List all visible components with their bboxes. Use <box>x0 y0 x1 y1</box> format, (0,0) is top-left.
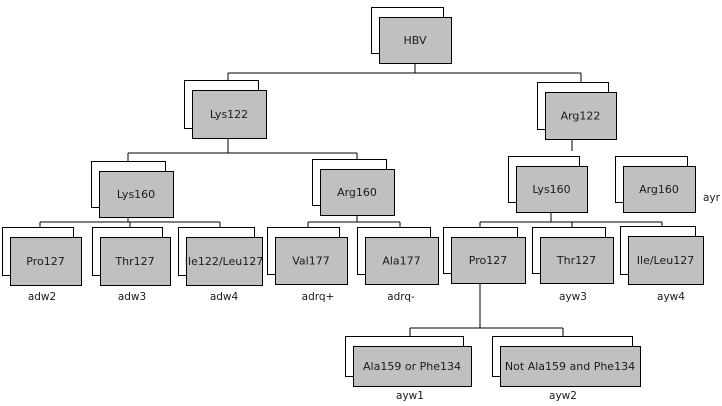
node-label: Ile122/Leu127 <box>185 255 263 268</box>
node-thr127b: Thr127 ayw3 <box>532 227 614 303</box>
node-arg160a: Arg160 <box>312 159 395 216</box>
node-ileleu: Ile/Leu127 ayw4 <box>620 226 704 303</box>
node-label: HBV <box>403 34 426 47</box>
node-label: Lys122 <box>210 108 248 121</box>
node-lys160a: Lys160 <box>91 161 174 218</box>
node-sublabel: ayw2 <box>549 390 577 402</box>
node-sublabel: adw4 <box>210 291 239 303</box>
node-pro127a: Pro127 adw2 <box>2 227 82 303</box>
node-label: Ala159 or Phe134 <box>363 360 461 373</box>
node-arg122: Arg122 <box>537 82 617 140</box>
node-box <box>10 237 82 286</box>
node-box <box>275 237 348 285</box>
node-sublabel: adw2 <box>28 291 56 303</box>
node-label: Pro127 <box>469 254 507 267</box>
node-label: Thr127 <box>114 255 154 268</box>
node-box <box>545 92 617 140</box>
node-label: Ala177 <box>382 255 420 268</box>
node-box <box>99 171 174 218</box>
node-box <box>320 169 395 216</box>
node-sublabel: adrq+ <box>302 291 335 303</box>
node-ala177: Ala177 adrq- <box>357 227 439 303</box>
node-label: Arg122 <box>561 110 601 123</box>
node-label: Lys160 <box>117 188 155 201</box>
node-box <box>540 237 614 284</box>
node-box <box>192 90 267 139</box>
node-label: Val177 <box>292 255 329 268</box>
node-ile122: Ile122/Leu127 adw4 <box>178 227 263 303</box>
node-thr127a: Thr127 adw3 <box>92 227 171 303</box>
node-ala159: Ala159 or Phe134 ayw1 <box>345 336 472 402</box>
node-val177: Val177 adrq+ <box>267 227 348 303</box>
node-hbv: HBV <box>371 7 452 64</box>
node-label: Pro127 <box>26 255 64 268</box>
node-box <box>451 237 526 284</box>
node-box <box>186 237 263 286</box>
node-box <box>379 17 452 64</box>
node-box <box>365 237 439 285</box>
node-label: Thr127 <box>556 254 596 267</box>
node-box <box>628 236 704 285</box>
node-label: Arg160 <box>337 186 377 199</box>
node-label: Ile/Leu127 <box>637 254 694 267</box>
node-arg160b: Arg160 ayr <box>615 156 721 213</box>
node-lys122: Lys122 <box>184 80 267 139</box>
node-label: Lys160 <box>532 183 570 196</box>
node-label: Arg160 <box>639 183 679 196</box>
node-notala: Not Ala159 and Phe134 ayw2 <box>492 336 641 402</box>
node-box <box>623 166 696 213</box>
node-sublabel: adw3 <box>118 291 146 303</box>
node-box <box>500 346 641 387</box>
node-box <box>100 237 171 286</box>
node-sublabel: ayr <box>703 192 721 204</box>
node-pro127b: Pro127 <box>443 227 526 284</box>
node-sublabel: adrq- <box>387 291 415 303</box>
node-box <box>516 166 588 213</box>
node-lys160b: Lys160 <box>508 156 588 213</box>
node-sublabel: ayw1 <box>396 390 424 402</box>
node-sublabel: ayw4 <box>657 291 685 303</box>
node-box <box>353 346 472 387</box>
node-sublabel: ayw3 <box>559 291 587 303</box>
node-label: Not Ala159 and Phe134 <box>505 360 635 373</box>
